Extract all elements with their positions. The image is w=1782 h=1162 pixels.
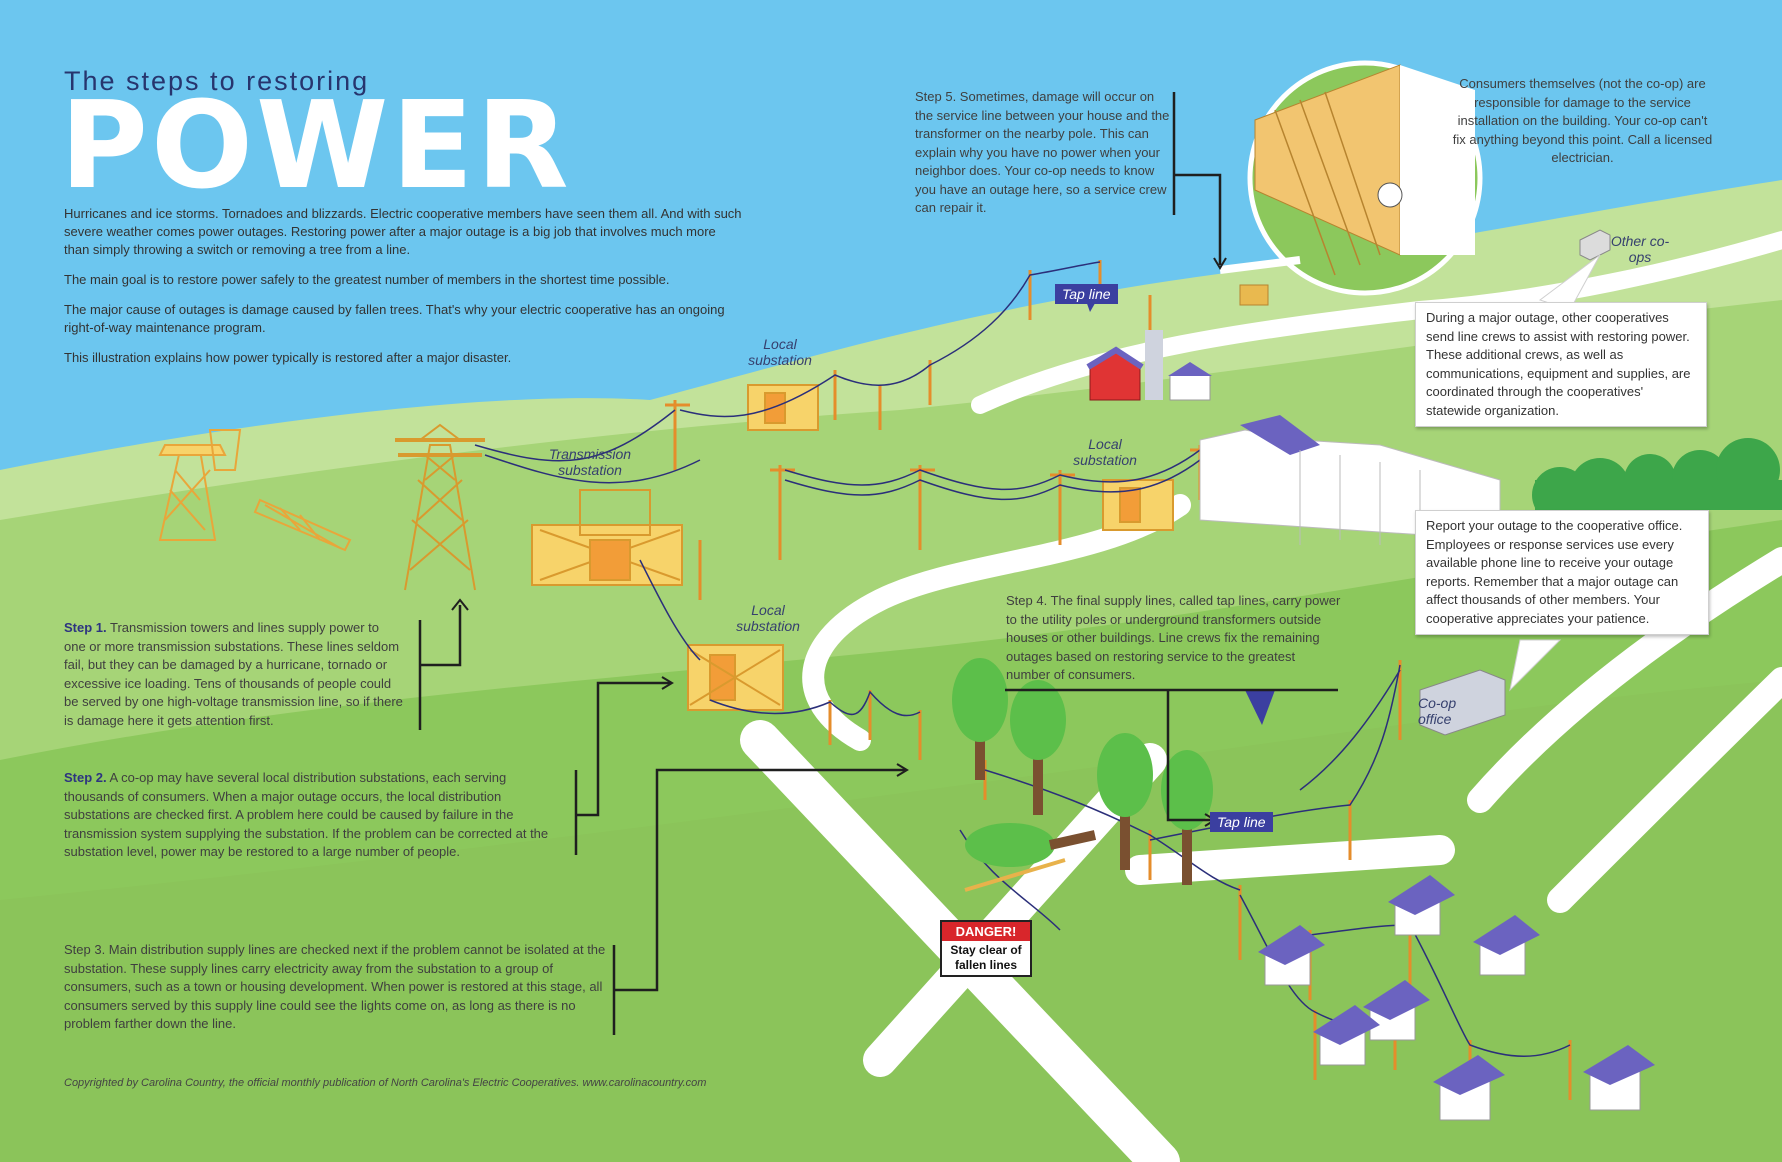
danger-sign: DANGER! Stay clear of fallen lines [940,920,1032,977]
danger-sign-body: Stay clear of fallen lines [950,943,1022,972]
report-outage-callout: Report your outage to the cooperative of… [1415,510,1709,635]
transmission-substation-label: Transmission substation [548,446,632,478]
copyright-footer: Copyrighted by Carolina Country, the off… [64,1077,707,1089]
coop-office-building-icon [1419,669,1506,736]
step-1-label: Step 1. [64,620,107,635]
local-substation-label-1: Local substation [748,336,812,368]
step-2-label: Step 2. [64,770,107,785]
local-substation-3-icon [687,644,784,711]
step-5-text: Step 5. Sometimes, damage will occur on … [915,89,1170,215]
local-substation-label-3: Local substation [736,602,800,634]
bushes [1532,438,1782,523]
local-substation-2-icon [1102,479,1174,531]
intro-text: Hurricanes and ice storms. Tornadoes and… [64,205,744,379]
intro-paragraph-2: The main goal is to restore power safely… [64,272,670,287]
houses [1258,875,1655,1121]
intro-paragraph-3: The major cause of outages is damage cau… [64,302,725,335]
page-subtitle: The steps to restoring [64,66,370,96]
leader-lines [418,92,1338,1035]
other-coops-label: Other co-ops [1610,233,1670,265]
power-lines [474,260,1572,1110]
step-1-text: Step 1. Transmission towers and lines su… [64,619,404,730]
step-4-text: Step 4. The final supply lines, called t… [1006,593,1341,682]
farm-barn-icon [1086,330,1212,401]
coop-office-label: Co-op office [1418,695,1457,727]
step-2-text: Step 2. A co-op may have several local d… [64,769,564,862]
tap-line-label-2: Tap line [1210,812,1273,832]
local-substation-label-2: Local substation [1073,436,1137,468]
consumer-responsibility-note: Consumers themselves (not the co-op) are… [1452,76,1713,165]
intro-paragraph-1: Hurricanes and ice storms. Tornadoes and… [64,206,742,257]
shed-icon [1239,284,1269,306]
other-coops-callout: During a major outage, other cooperative… [1415,302,1707,427]
fallen-tower-icon [158,429,352,552]
other-coops-building-icon [1579,229,1611,261]
tap-line-label-1: Tap line [1055,284,1118,304]
page-title: POWER [60,77,572,216]
step-1-body: Transmission towers and lines supply pow… [64,620,403,728]
step-2-body: A co-op may have several local distribut… [64,770,549,859]
transmission-substation-icon [531,489,683,586]
callout-pointers [1085,254,1601,725]
transmission-tower-icon [395,423,485,591]
service-entrance-zoom-icon [1219,60,1483,296]
danger-sign-header: DANGER! [942,922,1030,941]
step-3-text: Step 3. Main distribution supply lines a… [64,942,606,1031]
trees [952,658,1213,892]
intro-paragraph-4: This illustration explains how power typ… [64,350,512,365]
